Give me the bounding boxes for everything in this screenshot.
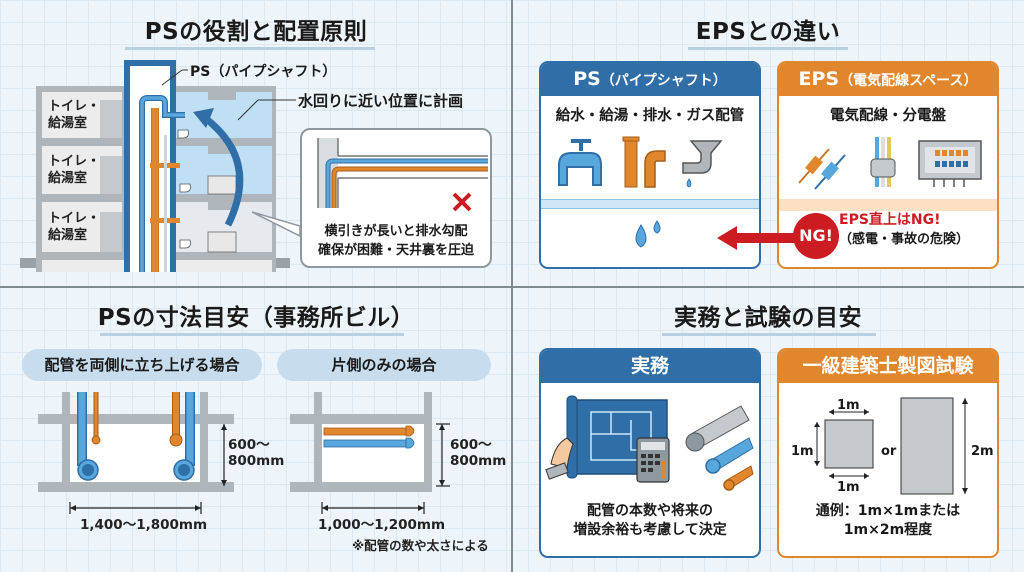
or-label: or: [881, 444, 897, 459]
eps-warning: EPS直上はNG! （感電・事故の危険）: [839, 212, 970, 247]
practice-illustration: [545, 395, 754, 491]
note: ※配管の数や太さによる: [352, 538, 489, 553]
ps-card-header: PS（パイプシャフト）: [541, 63, 759, 96]
faucet-icon: [558, 139, 602, 186]
exam-card: 一級建築士製図試験 1m 1m 1m or 2m 通例：1m×1mまたは 1m×…: [777, 348, 999, 558]
title-underline: [125, 47, 375, 50]
both-sides-plan: [38, 392, 234, 514]
ps-icons: [558, 136, 723, 188]
distribution-board-icon: [918, 140, 982, 187]
section-title: PSの役割と配置原則: [144, 19, 368, 45]
exam-card-header: 一級建築士製図試験: [779, 350, 997, 383]
one-side-label: 片側のみの場合: [277, 349, 491, 381]
both-sides-label: 配管を両側に立ち上げる場合: [22, 349, 262, 381]
floor-label-2: トイレ・ 給湯室: [48, 154, 101, 186]
ng-arrow: [717, 226, 822, 250]
one-side-width: 1,000〜1,200mm: [318, 517, 446, 533]
section-title: EPSとの違い: [695, 19, 841, 45]
floor-label-1: トイレ・ 給湯室: [48, 211, 101, 243]
section-title: 実務と試験の目安: [674, 305, 862, 331]
eps-difference-section: EPSとの違い PS（パイプシャフト） 給水・給湯・排水・ガス配管: [512, 0, 1024, 286]
leak-drops-icon: [635, 220, 661, 248]
horizontal-divider: [0, 286, 1024, 288]
square-left-dim: 1m: [791, 444, 814, 459]
eps-card-header: EPS（電気配線スペース）: [779, 63, 997, 96]
ng-badge: NG!: [793, 213, 839, 259]
practice-card-header: 実務: [541, 350, 759, 383]
eps-icons: [798, 137, 982, 190]
drain-trap-icon: [682, 140, 723, 174]
cable-icon: [798, 148, 846, 190]
title-underline: [100, 333, 404, 336]
water-drop-icon: [686, 178, 692, 188]
title-underline: [688, 47, 848, 50]
one-side-plan: [290, 392, 450, 514]
callout-text: 横引きが長いと排水勾配 確保が困難・天井裏を圧迫: [317, 224, 474, 258]
practice-exam-section: 実務と試験の目安 実務: [512, 286, 1024, 572]
placement-label: 水回りに近い位置に計画: [298, 92, 464, 110]
ps-dimension-section: PSの寸法目安（事務所ビル） 配管を両側に立ち上げる場合 片側のみの場合 600…: [0, 286, 512, 572]
horizontal-run-callout: 横引きが長いと排水勾配 確保が困難・天井裏を圧迫: [300, 128, 492, 268]
floor-label-3: トイレ・ 給湯室: [48, 99, 101, 131]
both-sides-depth: 600〜 800mm: [228, 437, 285, 469]
pipes-icon: [685, 405, 754, 491]
horizontal-pipe-diagram: [317, 138, 488, 208]
one-side-depth: 600〜 800mm: [450, 437, 507, 469]
practice-text: 配管の本数や将来の 増設余裕も考慮して決定: [573, 503, 727, 538]
eps-card-subtitle: 電気配線・分電盤: [830, 108, 946, 124]
both-sides-width: 1,400〜1,800mm: [80, 517, 208, 533]
calculator-icon: [636, 437, 670, 483]
exam-size-diagram: [814, 397, 968, 495]
square-top-dim: 1m: [837, 398, 860, 413]
ps-label: PS（パイプシャフト）: [190, 64, 337, 80]
section-title: PSの寸法目安（事務所ビル）: [97, 305, 415, 331]
floor-slab: [541, 199, 759, 209]
building-diagram: [20, 60, 301, 272]
practice-card: 実務: [539, 348, 761, 558]
exam-text: 通例：1m×1mまたは 1m×2m程度: [815, 503, 961, 538]
eps-floor-slab: [779, 199, 997, 211]
elbow-pipe-icon: [644, 150, 666, 188]
title-underline: [662, 333, 876, 336]
ps-card: PS（パイプシャフト） 給水・給湯・排水・ガス配管: [539, 61, 761, 269]
square-bottom-dim: 1m: [837, 480, 860, 495]
pipe-icon: [622, 136, 640, 188]
ps-card-subtitle: 給水・給湯・排水・ガス配管: [555, 108, 745, 124]
rect-height-dim: 2m: [971, 444, 994, 459]
x-mark-icon: [452, 192, 472, 212]
ps-role-section: PSの役割と配置原則: [0, 0, 512, 286]
wire-bundle-icon: [870, 137, 896, 187]
